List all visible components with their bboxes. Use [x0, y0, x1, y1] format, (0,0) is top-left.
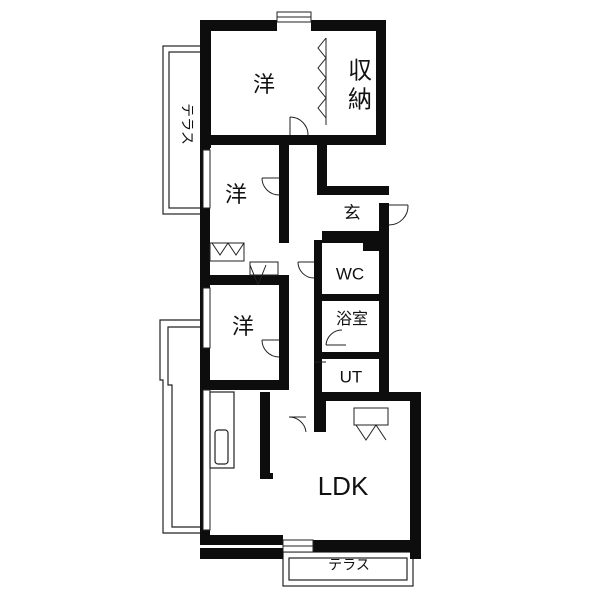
room-label-storage-2: 納 [348, 86, 372, 113]
doors [209, 37, 409, 441]
balcony-left-outline [159, 319, 203, 534]
room-label-ldk: LDK [318, 471, 369, 501]
room-label-western-top: 洋 [253, 72, 275, 97]
room-label-entrance: 玄 [344, 203, 361, 222]
room-label-utility: UT [340, 367, 363, 386]
room-label-storage-1: 収 [348, 57, 372, 84]
room-label-western-middle: 洋 [225, 182, 247, 207]
kitchen-counter [209, 391, 235, 469]
walls [200, 20, 421, 559]
terrace-label-left: テラス [179, 103, 195, 145]
terrace-label-bottom: テラス [328, 557, 370, 573]
room-label-western-lower: 洋 [232, 314, 254, 339]
room-label-wc: WC [336, 264, 364, 283]
room-label-bathroom: 浴室 [336, 310, 368, 328]
windows [202, 11, 314, 553]
